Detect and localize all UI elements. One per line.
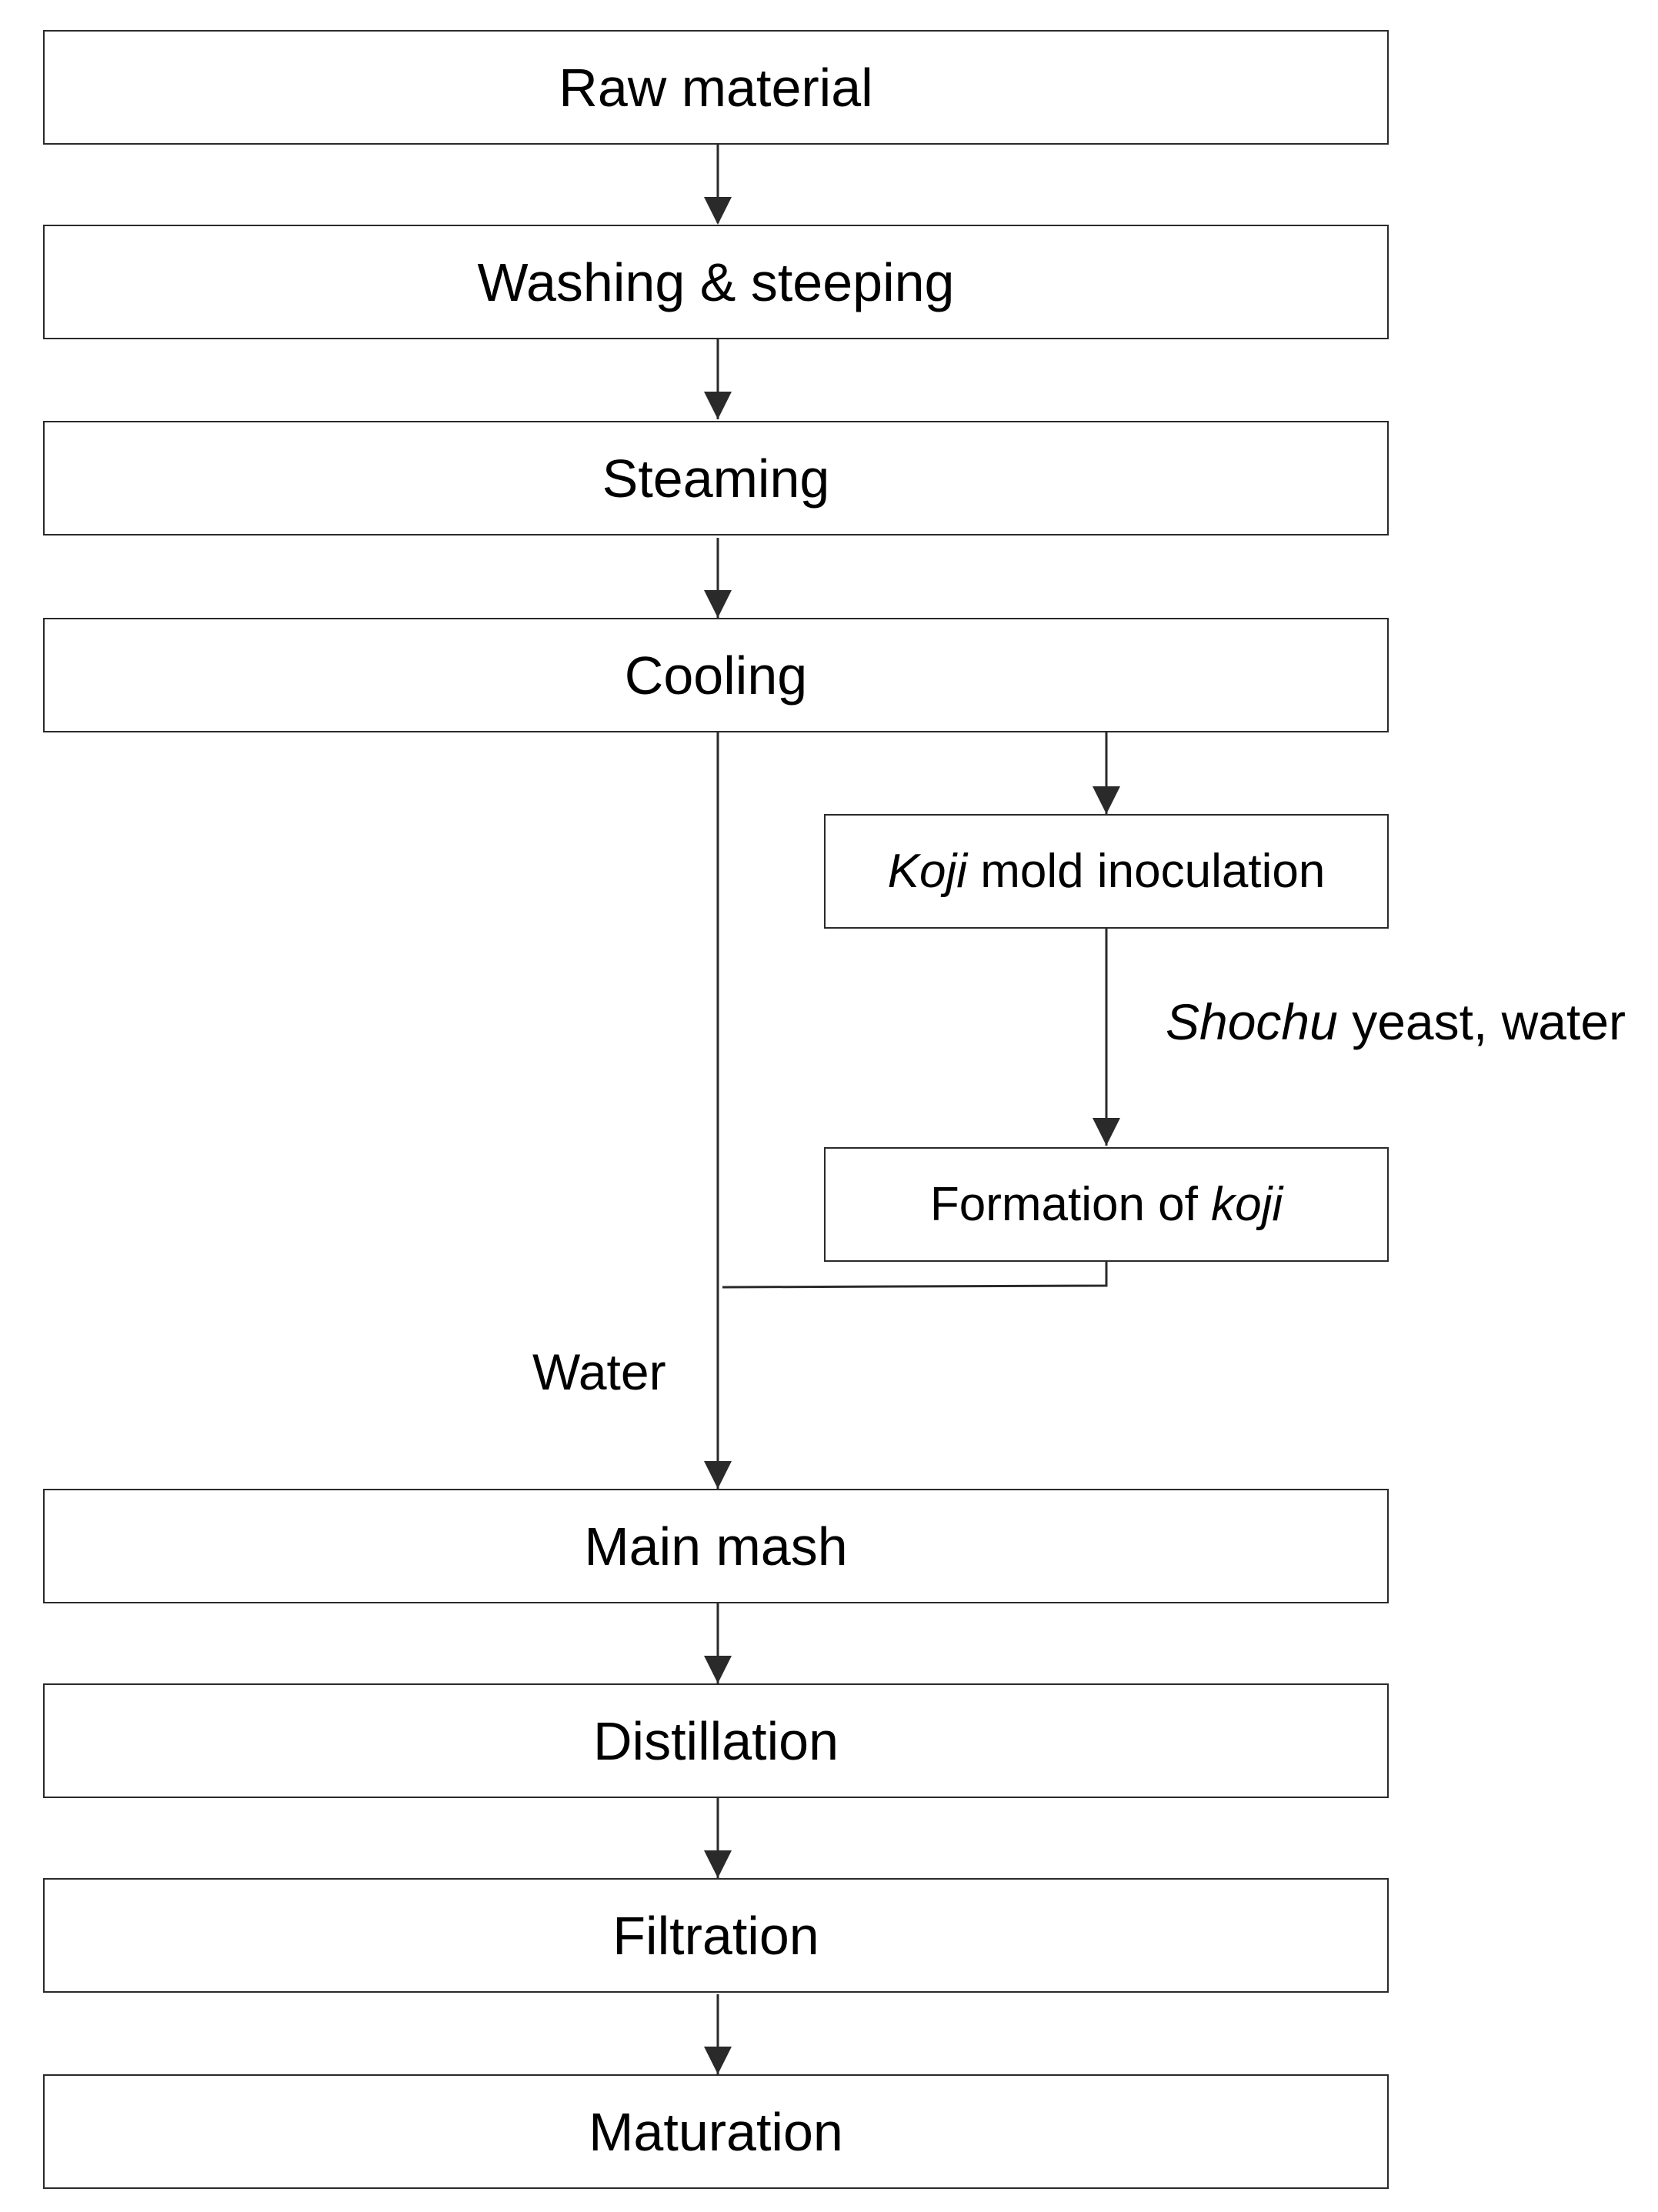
step-raw-material: Raw material [43,30,1389,145]
formation-koji-italic: koji [1211,1178,1283,1231]
formation-koji-rest: Formation of [929,1178,1212,1231]
shochu-rest: yeast, water [1337,993,1626,1050]
arrowhead-main-mash-to-distillation [704,1656,732,1683]
koji-inoculation-rest: mold inoculation [967,845,1326,898]
line-formation-return [722,1262,1108,1289]
step-maturation-label: Maturation [589,2101,843,2162]
step-cooling: Cooling [43,618,1389,732]
step-main-mash: Main mash [43,1489,1389,1603]
step-koji-mold-inoculation: Koji mold inoculation [824,814,1389,929]
arrowhead-cooling-to-koji-inoculation [1093,786,1120,814]
annotation-water: Water [532,1343,666,1400]
step-distillation-label: Distillation [593,1710,839,1771]
shochu-italic: Shochu [1166,993,1338,1050]
step-main-mash-label: Main mash [584,1516,848,1576]
step-formation-of-koji: Formation of koji [824,1147,1389,1262]
step-distillation: Distillation [43,1683,1389,1798]
step-washing-steeping-label: Washing & steeping [477,252,955,312]
step-maturation: Maturation [43,2074,1389,2189]
arrowhead-distillation-to-filtration [704,1850,732,1878]
arrowhead-filtration-to-maturation [704,2047,732,2074]
annotation-shochu-yeast-water: Shochu yeast, water [1166,993,1626,1051]
arrowhead-washing-to-steaming [704,392,732,419]
arrowhead-koji-inoculation-to-formation [1093,1118,1120,1146]
formation-koji-label: Formation of koji [930,1177,1283,1232]
step-washing-steeping: Washing & steeping [43,225,1389,339]
step-steaming: Steaming [43,421,1389,535]
arrowhead-steaming-to-cooling [704,590,732,618]
koji-inoculation-italic: Koji [887,845,968,898]
step-cooling-label: Cooling [624,645,808,706]
step-filtration-label: Filtration [612,1905,819,1966]
step-filtration: Filtration [43,1878,1389,1993]
koji-inoculation-label: Koji mold inoculation [888,844,1326,899]
arrowhead-raw-to-washing [704,197,732,225]
arrowhead-cooling-to-main-mash [704,1461,732,1489]
step-steaming-label: Steaming [602,448,830,509]
step-raw-material-label: Raw material [559,57,873,118]
